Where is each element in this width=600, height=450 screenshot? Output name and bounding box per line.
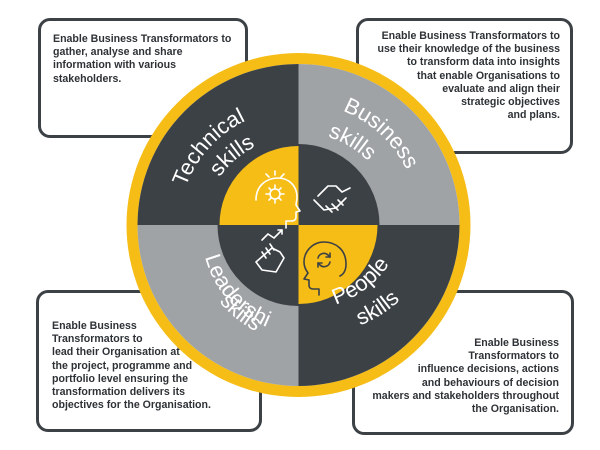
handshake-icon [313, 185, 351, 213]
hand-growth-chart-icon [255, 229, 285, 273]
head-refresh-icon [303, 241, 347, 296]
business-skills-description: Enable Business Transformators to use th… [377, 30, 560, 122]
people-skills-description: Enable Business Transformators to influe… [372, 337, 559, 416]
technical-skills-description: Enable Business Transformators to gather… [53, 33, 232, 85]
technical-hub [218, 145, 299, 225]
people-hub [298, 225, 379, 305]
leadership-skills-description: Enable Business Transformators to lead t… [52, 320, 211, 412]
hub-outline [217, 144, 380, 306]
head-gear-icon [255, 170, 301, 229]
